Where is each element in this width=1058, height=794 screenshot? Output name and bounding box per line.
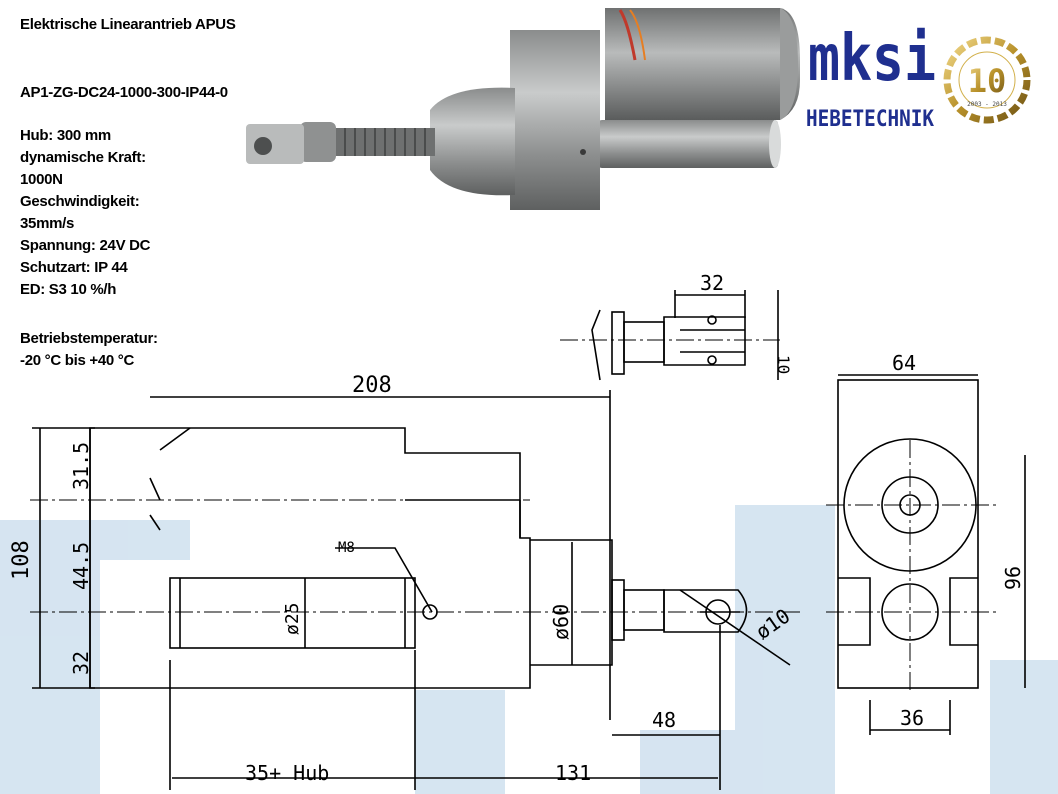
dim-seg-mid: 44.5 — [69, 542, 93, 590]
logo-brand: mksi — [808, 22, 936, 96]
spec-stroke: Hub: 300 mm — [20, 127, 111, 144]
dim-seg-top: 31.5 — [69, 442, 93, 490]
dim-side-height: 96 — [1001, 566, 1025, 590]
model-number: AP1-ZG-DC24-1000-300-IP44-0 — [20, 84, 228, 101]
dim-overall-length: 208 — [352, 373, 392, 398]
temperature-label: Betriebstemperatur: — [20, 330, 158, 347]
dim-tube-diameter: ø25 — [282, 602, 303, 635]
drawing-labels: 208 32 64 36 48 35+ Hub 131 M8 108 31.5 … — [9, 271, 1025, 785]
dim-fork-slot: 10 — [774, 355, 793, 374]
dim-housing-diameter: ø60 — [549, 604, 573, 640]
dim-height-total: 108 — [9, 540, 34, 580]
dim-center: 131 — [555, 761, 591, 785]
anniversary-badge: 10 2003 - 2013 — [943, 36, 1031, 124]
spec-speed-label: Geschwindigkeit: — [20, 193, 140, 210]
company-logo: mksi HEBETECHNIK 10 2003 - 2013 — [806, 22, 1031, 132]
dim-side-width: 64 — [892, 351, 916, 375]
dim-fork-width: 32 — [700, 271, 724, 295]
dim-rod-end: 48 — [652, 708, 676, 732]
spec-list: Hub: 300 mm dynamische Kraft: 1000N Gesc… — [20, 125, 151, 301]
spec-force-value: 1000N — [20, 171, 63, 188]
technical-drawing — [30, 290, 1026, 790]
spec-duty-cycle: ED: S3 10 %/h — [20, 281, 117, 298]
spec-voltage: Spannung: 24V DC — [20, 237, 151, 254]
anniversary-number: 10 — [968, 62, 1007, 100]
dim-seg-bottom: 32 — [69, 651, 93, 675]
spec-speed-value: 35mm/s — [20, 215, 75, 232]
dim-thread: M8 — [338, 540, 355, 556]
temperature-block: Betriebstemperatur: -20 °C bis +40 °C — [20, 328, 158, 372]
product-photo — [246, 8, 800, 210]
logo-tagline: HEBETECHNIK — [806, 107, 935, 132]
watermark — [0, 505, 1058, 794]
product-title: Elektrische Linearantrieb APUS — [20, 16, 236, 33]
anniversary-years: 2003 - 2013 — [967, 101, 1007, 108]
spec-force-label: dynamische Kraft: — [20, 149, 146, 166]
spec-protection: Schutzart: IP 44 — [20, 259, 128, 276]
temperature-value: -20 °C bis +40 °C — [20, 352, 135, 369]
dim-side-bottom: 36 — [900, 706, 924, 730]
dim-retracted: 35+ Hub — [245, 761, 329, 785]
